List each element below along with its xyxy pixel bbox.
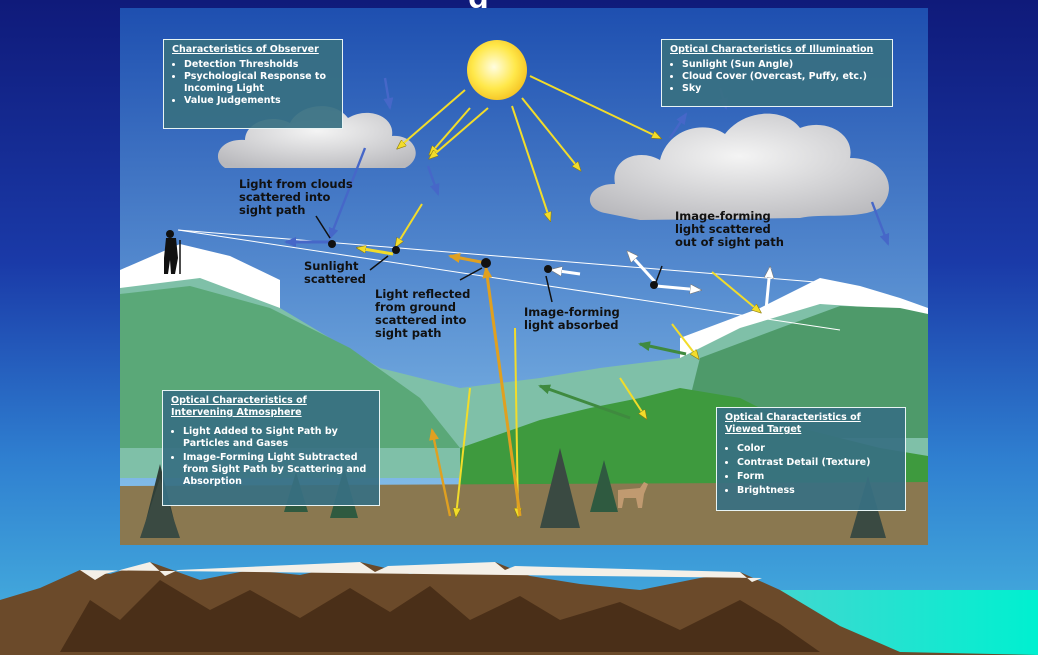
yellow-arrow-10 <box>671 323 698 358</box>
label-absorbed: Image-forming light absorbed <box>524 305 620 332</box>
mountain-range-shading <box>60 580 820 652</box>
green-arrow-1 <box>638 341 687 356</box>
sun-rays <box>358 75 760 516</box>
yellow-arrow-5 <box>521 97 580 170</box>
white-arrow-4 <box>552 270 581 274</box>
atmosphere-box-title: Optical Characteristics of Intervening A… <box>171 395 307 418</box>
sun <box>467 40 527 100</box>
target-item: Contrast Detail (Texture) <box>737 457 897 469</box>
label-pointers <box>315 215 663 303</box>
label-clouds-scattered: Light from clouds scattered into sight p… <box>239 177 353 217</box>
target-item: Brightness <box>737 485 897 497</box>
illumination-item: Cloud Cover (Overcast, Puffy, etc.) <box>682 71 884 83</box>
illumination-item: Sunlight (Sun Angle) <box>682 59 884 71</box>
scatter-points <box>328 240 658 289</box>
green-arrow-2 <box>538 384 631 420</box>
cloud-right <box>589 113 889 220</box>
yellow-arrow-6 <box>529 75 660 138</box>
blue-arrow-5 <box>669 112 688 139</box>
illumination-list: Sunlight (Sun Angle) Cloud Cover (Overca… <box>670 59 884 95</box>
atmosphere-item: Light Added to Sight Path by Particles a… <box>183 426 371 450</box>
mountain-snow-patches <box>80 562 762 582</box>
scatter-point-sunlight <box>392 246 400 254</box>
target-list: Color Contrast Detail (Texture) Form Bri… <box>725 443 897 497</box>
observer-item: Value Judgements <box>184 95 334 107</box>
atmosphere-list: Light Added to Sight Path by Particles a… <box>171 426 371 488</box>
yellow-arrow-12 <box>515 327 518 516</box>
yellow-arrow-13 <box>456 387 471 516</box>
scatter-point-clouds <box>328 240 336 248</box>
bottom-mountain-range <box>0 562 1038 655</box>
illumination-item: Sky <box>682 83 884 95</box>
white-arrows <box>552 252 770 311</box>
yellow-arrow-9 <box>711 271 760 312</box>
green-arrows <box>538 341 687 420</box>
target-item: Color <box>737 443 897 455</box>
scatter-point-ground <box>481 258 491 268</box>
observer-item: Psychological Response to Incoming Light <box>184 71 334 95</box>
yellow-arrow-8 <box>358 248 394 256</box>
blue-arrow-2 <box>426 165 440 196</box>
target-item: Form <box>737 471 897 483</box>
target-box: Optical Characteristics of Viewed Target… <box>716 407 906 511</box>
illumination-box: Optical Characteristics of Illumination … <box>661 39 893 107</box>
slide-title-strip: g <box>0 0 1038 16</box>
yellow-arrow-11 <box>619 377 646 418</box>
yellow-arrow-2 <box>430 107 471 154</box>
observer-box-title: Characteristics of Observer <box>172 44 319 55</box>
label-ground-reflected: Light reflected from ground scattered in… <box>375 287 471 340</box>
blue-arrow-1 <box>383 77 394 110</box>
orange-arrow-3 <box>429 428 452 517</box>
label-sunlight-scattered: Sunlight scattered <box>304 259 366 286</box>
blue-arrow-3 <box>328 147 367 240</box>
yellow-arrow-1 <box>398 89 466 148</box>
yellow-arrow-3 <box>430 107 489 158</box>
observer-list: Detection Thresholds Psychological Respo… <box>172 59 334 107</box>
yellow-arrow-4 <box>511 105 550 220</box>
yellow-arrow-7 <box>396 203 423 246</box>
label-scattered-out: Image-forming light scattered out of sig… <box>675 209 784 249</box>
observer-box: Characteristics of Observer Detection Th… <box>163 39 343 129</box>
orange-arrow-1 <box>448 253 487 265</box>
white-arrow-2 <box>655 286 700 290</box>
orange-arrow-2 <box>482 266 522 517</box>
target-box-title: Optical Characteristics of Viewed Target <box>725 412 861 435</box>
white-arrow-1 <box>628 252 658 285</box>
illumination-box-title: Optical Characteristics of Illumination <box>670 44 874 55</box>
orange-arrows <box>429 253 522 517</box>
white-arrow-3 <box>766 268 770 311</box>
hiker-silhouette <box>164 230 181 274</box>
scatter-point-out <box>650 281 658 289</box>
scatter-point-absorbed <box>544 265 552 273</box>
blue-arrow-6 <box>870 201 890 246</box>
atmosphere-item: Image-Forming Light Subtracted from Sigh… <box>183 452 371 488</box>
atmosphere-box: Optical Characteristics of Intervening A… <box>162 390 380 506</box>
observer-item: Detection Thresholds <box>184 59 334 71</box>
deer <box>618 482 648 508</box>
